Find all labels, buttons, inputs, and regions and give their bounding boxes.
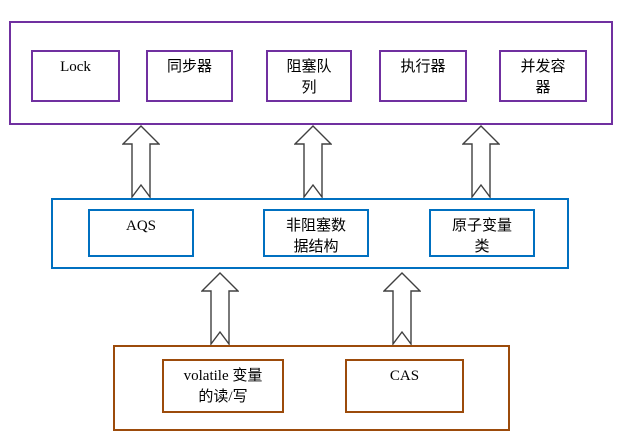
up-arrow-icon <box>383 272 421 345</box>
node-synchronizer: 同步器 <box>146 50 233 102</box>
up-arrow-icon <box>122 125 160 198</box>
node-executor: 执行器 <box>379 50 467 102</box>
up-arrow-icon <box>294 125 332 198</box>
node-concurrent-container: 并发容 器 <box>499 50 587 102</box>
node-cas: CAS <box>345 359 464 413</box>
node-blocking-queue: 阻塞队 列 <box>266 50 352 102</box>
node-atomic-variable-class-label: 原子变量 类 <box>451 218 512 255</box>
node-volatile-read-write: volatile 变量 的读/写 <box>162 359 284 413</box>
node-nonblocking-data-structure-label: 非阻塞数 据结构 <box>285 218 346 255</box>
up-arrow-icon <box>201 272 239 345</box>
node-synchronizer-label: 同步器 <box>166 59 212 75</box>
node-cas-label: CAS <box>389 368 420 384</box>
up-arrow-icon <box>462 125 500 198</box>
node-lock-label: Lock <box>60 59 91 75</box>
bottom-layer-group: volatile 变量 的读/写 CAS <box>113 345 510 431</box>
node-atomic-variable-class: 原子变量 类 <box>429 209 535 257</box>
node-aqs-label: AQS <box>125 218 156 234</box>
node-aqs: AQS <box>88 209 194 257</box>
node-concurrent-container-label: 并发容 器 <box>520 59 566 96</box>
node-volatile-read-write-label: volatile 变量 的读/写 <box>183 368 263 405</box>
node-lock: Lock <box>31 50 120 102</box>
node-executor-label: 执行器 <box>400 59 446 75</box>
node-blocking-queue-label: 阻塞队 列 <box>286 59 332 96</box>
middle-layer-group: AQS 非阻塞数 据结构 原子变量 类 <box>51 198 569 269</box>
node-nonblocking-data-structure: 非阻塞数 据结构 <box>263 209 369 257</box>
top-layer-group: Lock 同步器 阻塞队 列 执行器 并发容 器 <box>9 21 613 125</box>
